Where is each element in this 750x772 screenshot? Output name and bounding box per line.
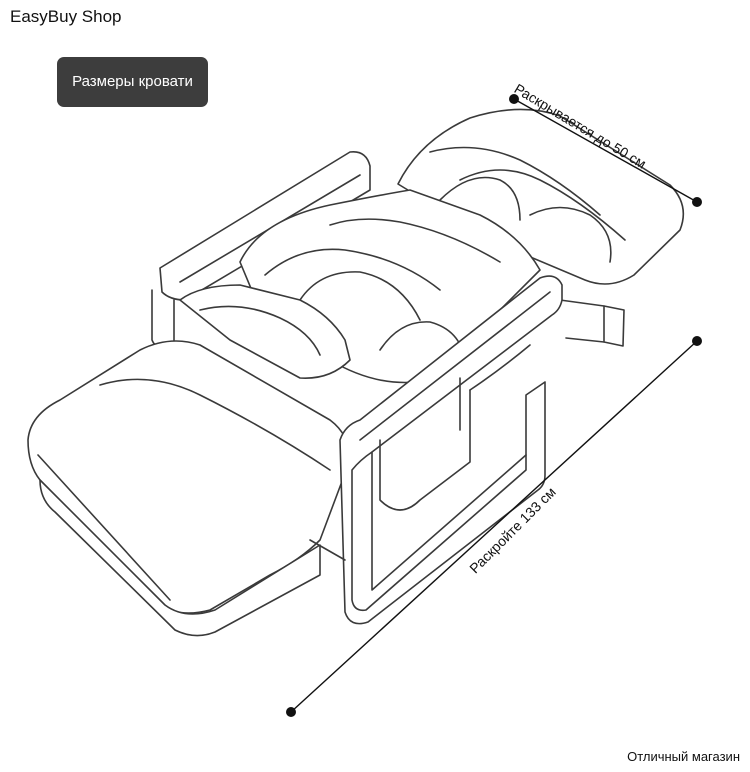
right-armrest xyxy=(339,275,563,625)
back-cushion xyxy=(397,108,685,285)
width-dimension-line xyxy=(513,98,698,203)
length-dimension-start xyxy=(692,336,702,346)
length-dimension-line xyxy=(290,340,698,713)
footer-note: Отличный магазин xyxy=(627,749,740,764)
rear-leg xyxy=(603,305,625,347)
width-dimension-start xyxy=(509,94,519,104)
length-dimension-end xyxy=(286,707,296,717)
bed-dimensions-badge: Размеры кровати xyxy=(57,57,208,107)
footrest-base xyxy=(39,479,321,637)
base-frame xyxy=(559,299,605,343)
width-dimension-end xyxy=(692,197,702,207)
store-name: EasyBuy Shop xyxy=(10,7,122,26)
